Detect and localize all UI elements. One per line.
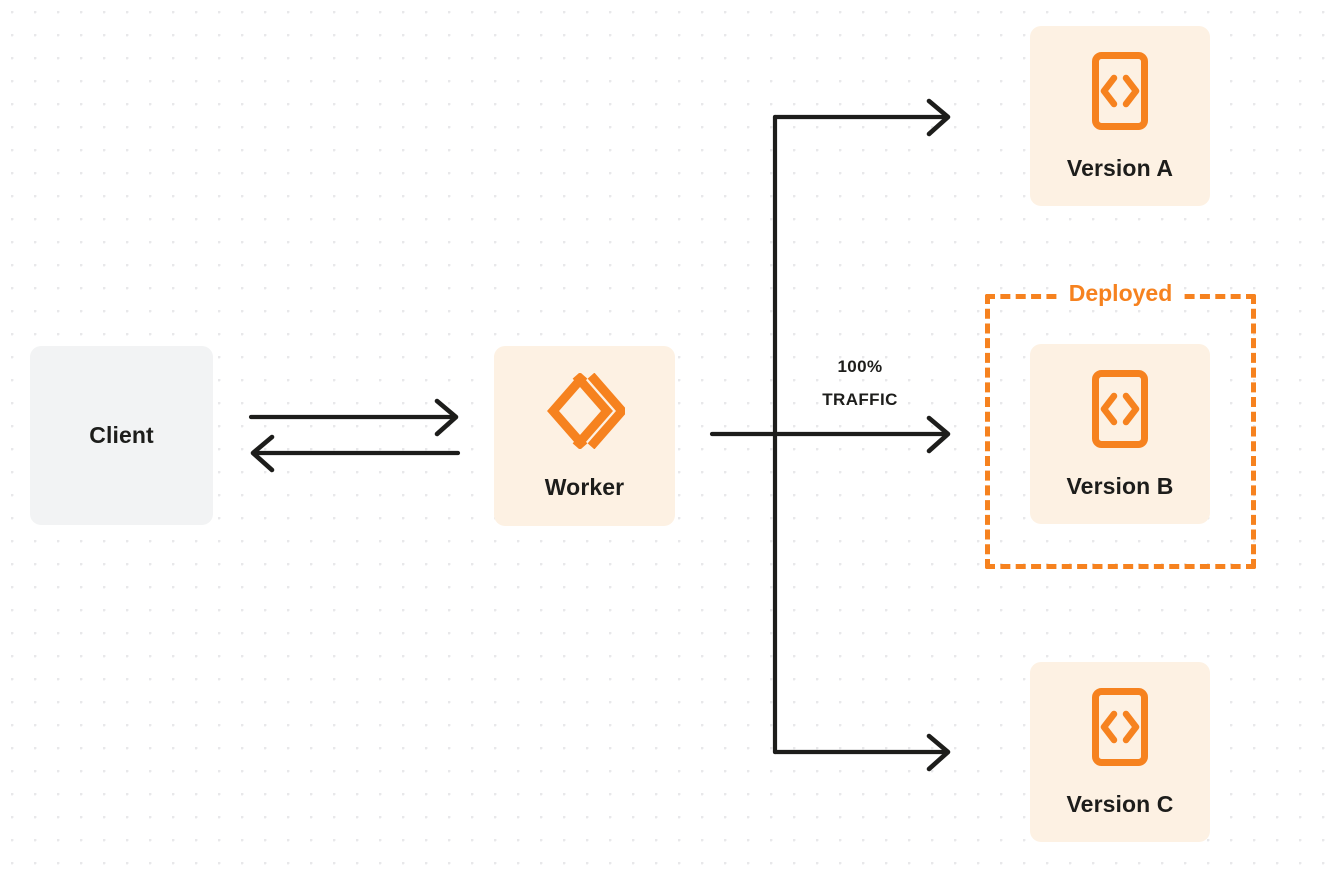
connector-client-to-worker <box>248 398 459 437</box>
node-client-label: Client <box>89 422 154 448</box>
deployed-group: Deployed <box>985 282 1256 569</box>
node-worker[interactable]: Worker <box>494 346 675 526</box>
code-file-icon <box>1092 52 1148 135</box>
code-file-icon <box>1092 688 1148 771</box>
node-client[interactable]: Client <box>30 346 213 525</box>
connector-to-version-a <box>772 98 951 137</box>
node-version-b-label: Version B <box>1066 473 1174 499</box>
node-worker-label: Worker <box>544 474 625 500</box>
code-file-icon <box>1092 370 1148 453</box>
traffic-percent: 100% <box>837 357 883 376</box>
node-version-c-label: Version C <box>1066 791 1174 817</box>
traffic-caption: TRAFFIC <box>822 390 898 409</box>
node-version-c[interactable]: Version C <box>1030 662 1210 842</box>
traffic-annotation: 100% TRAFFIC <box>790 350 930 416</box>
workers-logo-icon <box>545 372 628 454</box>
connector-to-version-b <box>772 415 951 454</box>
connector-worker-to-client <box>250 434 461 473</box>
connector-to-version-c <box>772 733 951 772</box>
node-version-a-label: Version A <box>1066 155 1174 181</box>
node-version-b[interactable]: Version B <box>1030 344 1210 524</box>
node-version-a[interactable]: Version A <box>1030 26 1210 206</box>
deployed-group-label: Deployed <box>1059 282 1182 306</box>
